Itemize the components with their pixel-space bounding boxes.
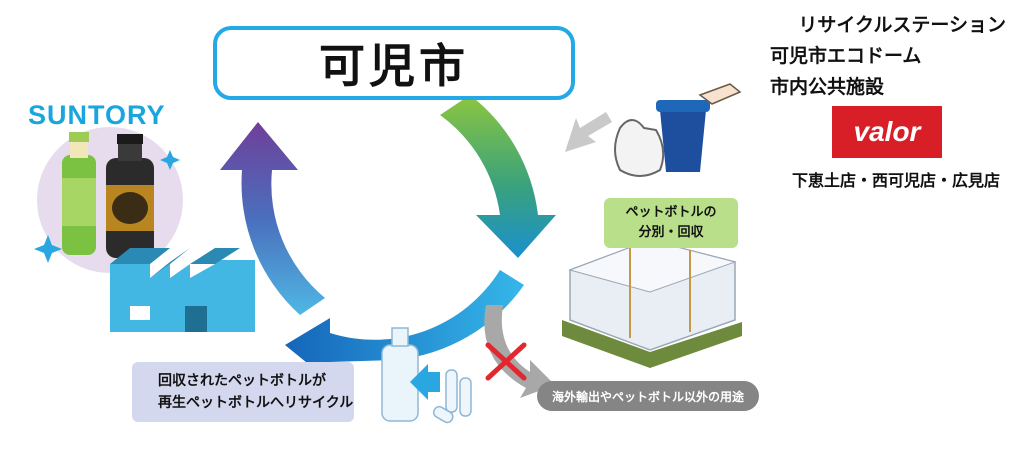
green-tea-bottle-icon bbox=[62, 132, 96, 255]
suntory-logo: SUNTORY bbox=[28, 100, 166, 130]
arrow-collection bbox=[440, 95, 556, 258]
gray-export-arrow bbox=[484, 305, 555, 398]
recycled-bottle-icon bbox=[381, 327, 419, 422]
city-title: 可児市 bbox=[213, 26, 575, 100]
prohibited-mark-icon bbox=[485, 342, 527, 381]
recycle-label-line-2: 再生ペットボトルへリサイクル bbox=[158, 395, 354, 411]
factory-icon bbox=[110, 248, 255, 332]
collection-point-2: 可児市エコドーム bbox=[770, 45, 922, 67]
collection-point-1: リサイクルステーション bbox=[798, 14, 1006, 36]
collection-point-3: 市内公共施設 bbox=[770, 76, 885, 98]
sparkle-icons bbox=[34, 150, 180, 263]
blue-small-arrow bbox=[410, 364, 440, 400]
arrow-recycle bbox=[285, 270, 524, 380]
sorting-label-line-1: ペットボトルの bbox=[625, 205, 717, 220]
valor-logo: valor bbox=[832, 106, 942, 158]
trash-bin-icon bbox=[614, 83, 742, 177]
export-label: 海外輸出やペットボトル以外の用途 bbox=[537, 381, 759, 411]
recycle-label: 回収されたペットボトルが 再生ペットボトルへリサイクル bbox=[132, 362, 354, 422]
oolong-bottle-icon bbox=[106, 134, 154, 258]
store-list: 下恵土店・西可児店・広見店 bbox=[792, 171, 1001, 190]
sorting-label-line-2: 分別・回収 bbox=[638, 225, 704, 240]
recycle-label-line-1: 回収されたペットボトルが bbox=[158, 373, 326, 389]
bottle-bale-icon bbox=[562, 239, 742, 368]
sorting-label: ペットボトルの 分別・回収 bbox=[604, 198, 738, 248]
arrow-remake bbox=[220, 122, 325, 315]
gray-input-arrow bbox=[565, 112, 612, 152]
preform-icons bbox=[432, 369, 472, 424]
